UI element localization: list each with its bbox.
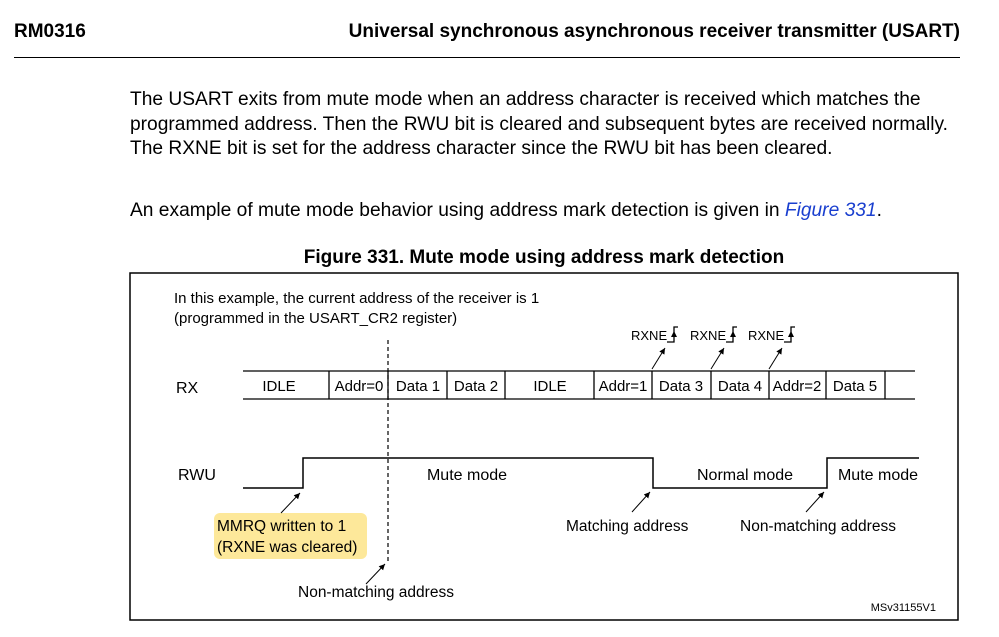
rx-frame: Addr=0 [335, 378, 384, 395]
rxne-marker: RXNE [748, 326, 795, 370]
rx-frame: IDLE [262, 378, 295, 395]
timing-diagram: In this example, the current address of … [129, 272, 959, 621]
rx-frame: Data 5 [833, 378, 877, 395]
mmrq-annotation-line1: MMRQ written to 1 [217, 518, 346, 535]
body-paragraph: The USART exits from mute mode when an a… [130, 89, 949, 159]
matching-address-annotation: Matching address [566, 518, 689, 535]
figure-note-line2: (programmed in the USART_CR2 register) [174, 310, 457, 327]
rxne-marker: RXNE [631, 326, 678, 370]
rx-frame: Data 3 [659, 378, 703, 395]
chapter-title: Universal synchronous asynchronous recei… [348, 21, 960, 42]
rx-frame: Addr=1 [599, 378, 648, 395]
rwu-label: RWU [178, 467, 216, 484]
rwu-signal [243, 457, 919, 489]
rx-frame: Data 4 [718, 378, 762, 395]
rx-frame: IDLE [533, 378, 566, 395]
document-id: RM0316 [14, 21, 86, 42]
rx-frame: Data 2 [454, 378, 498, 395]
rx-frame: Addr=2 [773, 378, 822, 395]
rxne-label: RXNE [690, 328, 726, 343]
paragraph-end: . [876, 200, 882, 221]
rx-label: RX [176, 380, 199, 397]
rwu-state: Mute mode [427, 467, 507, 484]
rxne-marker: RXNE [690, 326, 737, 370]
non-matching-address-annotation: Non-matching address [740, 518, 896, 535]
figure-id: MSv31155V1 [871, 602, 936, 614]
rxne-label: RXNE [748, 328, 784, 343]
non-matching-address-annotation: Non-matching address [298, 584, 454, 601]
paragraph-text: An example of mute mode behavior using a… [130, 200, 785, 221]
rx-frame: Data 1 [396, 378, 440, 395]
annotation-highlight [214, 513, 367, 559]
mmrq-annotation-line2: (RXNE was cleared) [217, 539, 357, 556]
body-paragraph: An example of mute mode behavior using a… [130, 199, 960, 224]
rx-signal [243, 370, 915, 400]
figure-frame [129, 272, 959, 621]
rxne-label: RXNE [631, 328, 667, 343]
rwu-state: Normal mode [697, 467, 793, 484]
figure-link[interactable]: Figure 331 [784, 200, 877, 221]
page-header: RM0316 Universal synchronous asynchronou… [14, 21, 960, 58]
figure-note-line1: In this example, the current address of … [174, 290, 539, 307]
figure-caption: Figure 331. Mute mode using address mark… [303, 247, 785, 268]
rwu-state: Mute mode [838, 467, 918, 484]
